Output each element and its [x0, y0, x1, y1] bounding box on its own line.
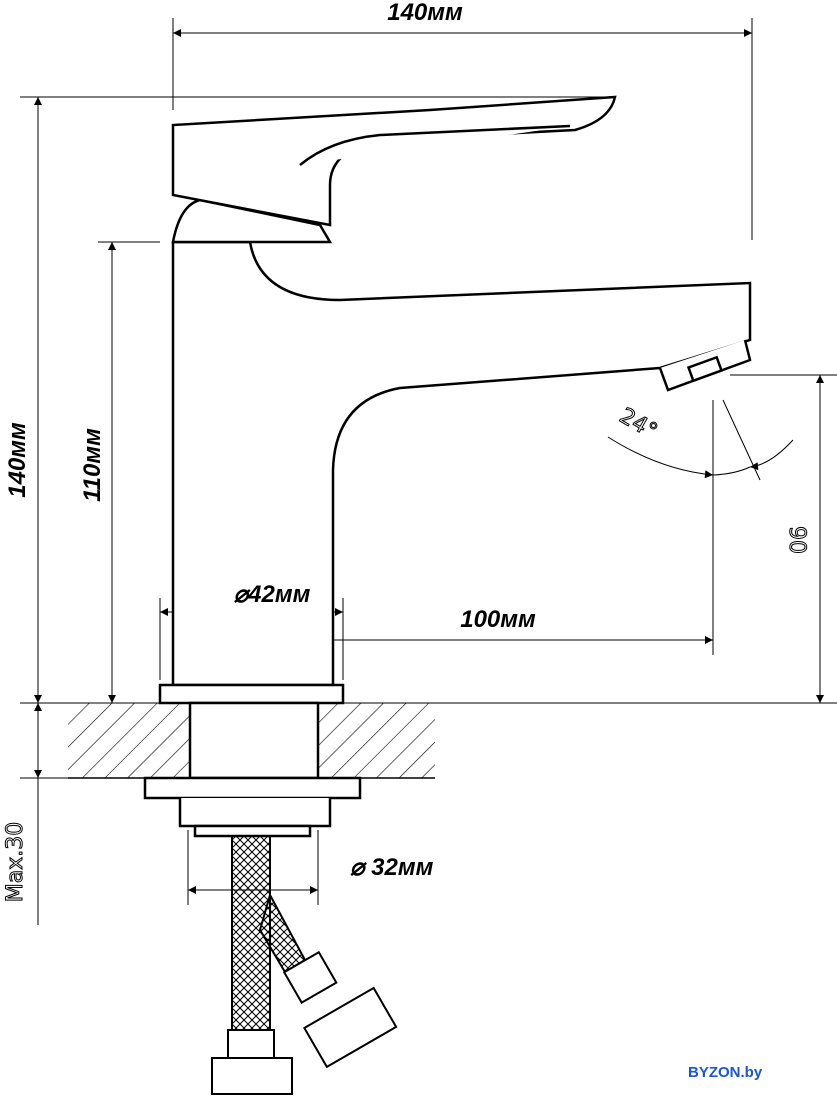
label-spout-reach: 100мм — [460, 606, 536, 633]
label-hole-diameter: ⌀ 32мм — [350, 854, 434, 881]
label-spout-height: 110мм — [79, 428, 106, 502]
faucet-body — [143, 95, 752, 838]
label-base-diameter: ⌀42мм — [234, 581, 311, 608]
label-max-thickness: Max.30 — [3, 822, 28, 902]
label-overall-width: 140мм — [387, 0, 463, 26]
watermark: BYZON.by — [688, 1064, 763, 1081]
dimension-lines — [20, 18, 837, 925]
supply-hoses — [211, 835, 398, 1095]
label-spout-angle: 24° — [615, 404, 661, 445]
label-outlet-height: 90 — [784, 526, 809, 554]
label-overall-height: 140мм — [4, 422, 31, 498]
countertop — [68, 703, 435, 779]
